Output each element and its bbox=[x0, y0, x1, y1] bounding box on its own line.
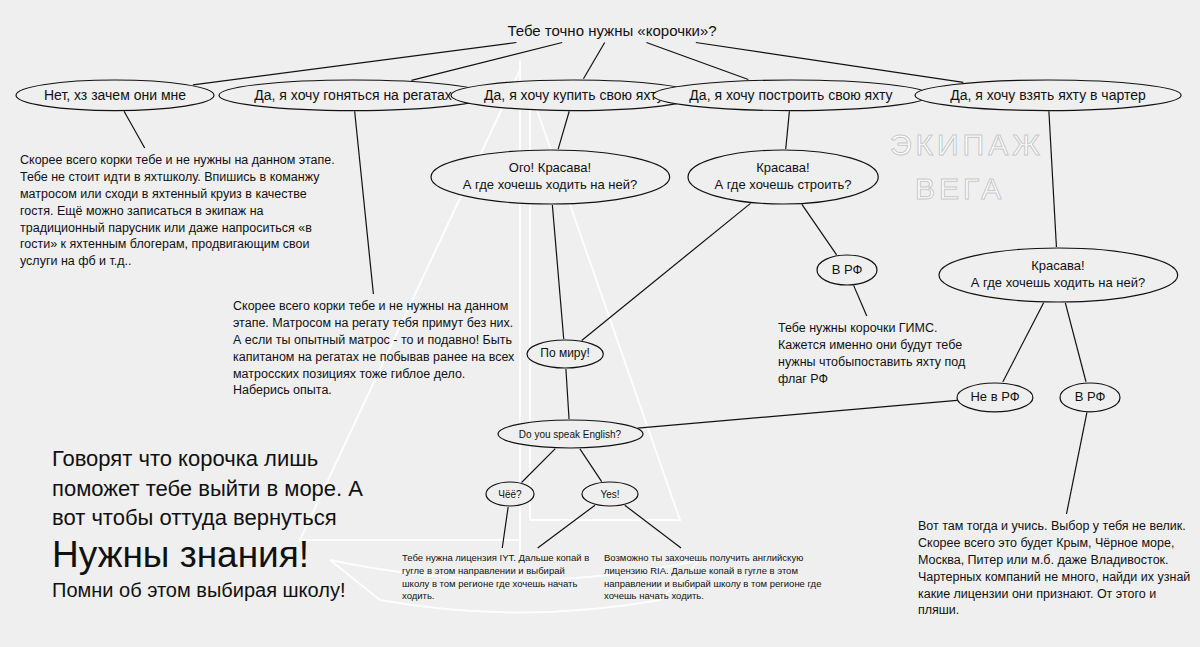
ellipse-shape bbox=[653, 80, 929, 111]
ellipse-shape bbox=[582, 482, 638, 506]
node-text: А где хочешь ходить на ней? bbox=[971, 275, 1145, 292]
connector-line bbox=[1003, 303, 1044, 382]
connector-line bbox=[625, 505, 681, 548]
text-node: Скорее всего корки тебе и не нужны на да… bbox=[233, 298, 525, 399]
text-node: Тебе нужны корочки ГИМС. Кажется именно … bbox=[778, 320, 988, 388]
ellipse-shape bbox=[431, 150, 670, 204]
node-text: А где хочешь строить? bbox=[714, 177, 851, 194]
text-node: Скорее всего корки тебе и не нужны на да… bbox=[20, 152, 340, 270]
slogan-text: Говорят что корочка лишь поможет тебе вы… bbox=[52, 444, 372, 533]
connector-line bbox=[552, 205, 563, 339]
connector-line bbox=[802, 204, 837, 254]
connector-line bbox=[583, 43, 604, 79]
connector-line bbox=[522, 449, 556, 483]
text-node: Вот там тогда и учись. Выбор у тебя не в… bbox=[918, 518, 1193, 619]
node-text: Не в РФ bbox=[970, 389, 1019, 406]
ellipse-shape bbox=[957, 383, 1033, 412]
connector-line bbox=[1065, 303, 1086, 382]
node-text: Да, я хочу гоняться на регатах bbox=[254, 86, 451, 104]
ellipse-node: Чёё? bbox=[485, 481, 535, 507]
connector-line bbox=[696, 43, 963, 83]
node-text: Ого! Красава! bbox=[463, 160, 637, 177]
node-text: Тебе нужна лицензия IYT. Дальше копай в … bbox=[402, 552, 594, 603]
connector-line bbox=[854, 286, 867, 316]
ellipse-node: Красава!А где хочешь ходить на ней? bbox=[938, 247, 1179, 303]
ellipse-shape bbox=[16, 80, 214, 111]
slogan-block: Говорят что корочка лишь поможет тебе вы… bbox=[52, 444, 372, 603]
text-node: Возможно ты захочешь получить английскую… bbox=[604, 552, 836, 603]
node-text: Да, я хочу построить свою яхту bbox=[689, 86, 892, 104]
node-text: По миру! bbox=[540, 346, 589, 362]
node-text: Да, я хочу взять яхту в чартер bbox=[950, 86, 1146, 104]
connector-line bbox=[538, 505, 595, 548]
connector-line bbox=[638, 400, 957, 428]
ellipse-shape bbox=[915, 80, 1181, 111]
ellipse-node: Да, я хочу построить свою яхту bbox=[652, 79, 930, 112]
node-text: В РФ bbox=[1075, 389, 1106, 406]
node-text: Do you speak English? bbox=[519, 428, 621, 441]
connector-line bbox=[411, 43, 562, 81]
ellipse-node: Да, я хочу взять яхту в чартер bbox=[914, 79, 1182, 112]
connector-line bbox=[502, 507, 508, 548]
connector-line bbox=[786, 111, 790, 149]
ellipse-node: В РФ bbox=[816, 254, 878, 286]
ellipse-shape bbox=[219, 80, 488, 111]
node-text: Скорее всего корки тебе и не нужны на да… bbox=[233, 298, 525, 399]
node-text: Чёё? bbox=[498, 488, 521, 501]
connector-line bbox=[124, 111, 145, 148]
node-text: В РФ bbox=[832, 262, 863, 279]
node-text: Да, я хочу купить свою яхту bbox=[484, 86, 664, 104]
node-text: Нет, хз зачем они мне bbox=[44, 86, 186, 104]
ellipse-node: Do you speak English? bbox=[497, 419, 644, 449]
text-node: Тебе нужна лицензия IYT. Дальше копай в … bbox=[402, 552, 594, 603]
node-text: Тебе нужны корочки ГИМС. Кажется именно … bbox=[778, 320, 988, 388]
ellipse-shape bbox=[688, 150, 878, 204]
ellipse-shape bbox=[527, 340, 603, 368]
node-text: Красава! bbox=[714, 160, 851, 177]
node-text: Yes! bbox=[600, 488, 619, 501]
ellipse-shape bbox=[1060, 383, 1120, 412]
connector-line bbox=[566, 369, 569, 419]
connector-line bbox=[1066, 412, 1086, 514]
node-text: Вот там тогда и учись. Выбор у тебя не в… bbox=[918, 518, 1193, 619]
ellipse-shape bbox=[939, 248, 1178, 302]
connector-line bbox=[193, 43, 516, 85]
ellipse-shape bbox=[486, 482, 534, 506]
question-node: Тебе точно нужны «корочки»? bbox=[507, 22, 716, 39]
node-text: Скорее всего корки тебе и не нужны на да… bbox=[20, 152, 340, 270]
ellipse-shape bbox=[498, 420, 643, 448]
watermark-text: ЭКИПАЖ bbox=[890, 128, 1044, 162]
ellipse-node: Да, я хочу гоняться на регатах bbox=[218, 79, 489, 112]
connector-line bbox=[1049, 111, 1057, 247]
slogan-text: Нужны знания! bbox=[52, 533, 372, 577]
slogan-text: Помни об этом выбирая школу! bbox=[52, 577, 372, 603]
ellipse-node: Ого! Красава!А где хочешь ходить на ней? bbox=[430, 149, 671, 205]
node-text: Тебе точно нужны «корочки»? bbox=[507, 22, 716, 39]
ellipse-node: Красава!А где хочешь строить? bbox=[687, 149, 879, 205]
connector-line bbox=[582, 203, 751, 340]
connector-line bbox=[580, 449, 602, 482]
ellipse-node: В РФ bbox=[1059, 382, 1121, 413]
connector-line bbox=[558, 111, 569, 149]
connector-line bbox=[355, 111, 374, 294]
ellipse-node: По миру! bbox=[526, 339, 604, 369]
ellipse-node: Не в РФ bbox=[956, 382, 1034, 413]
node-text: Красава! bbox=[971, 258, 1145, 275]
node-text: Возможно ты захочешь получить английскую… bbox=[604, 552, 836, 603]
node-text: А где хочешь ходить на ней? bbox=[463, 177, 637, 194]
ellipse-node: Yes! bbox=[581, 481, 639, 507]
ellipse-node: Нет, хз зачем они мне bbox=[15, 79, 215, 112]
watermark-text: ВЕГА bbox=[915, 172, 1005, 206]
ellipse-shape bbox=[817, 255, 877, 285]
